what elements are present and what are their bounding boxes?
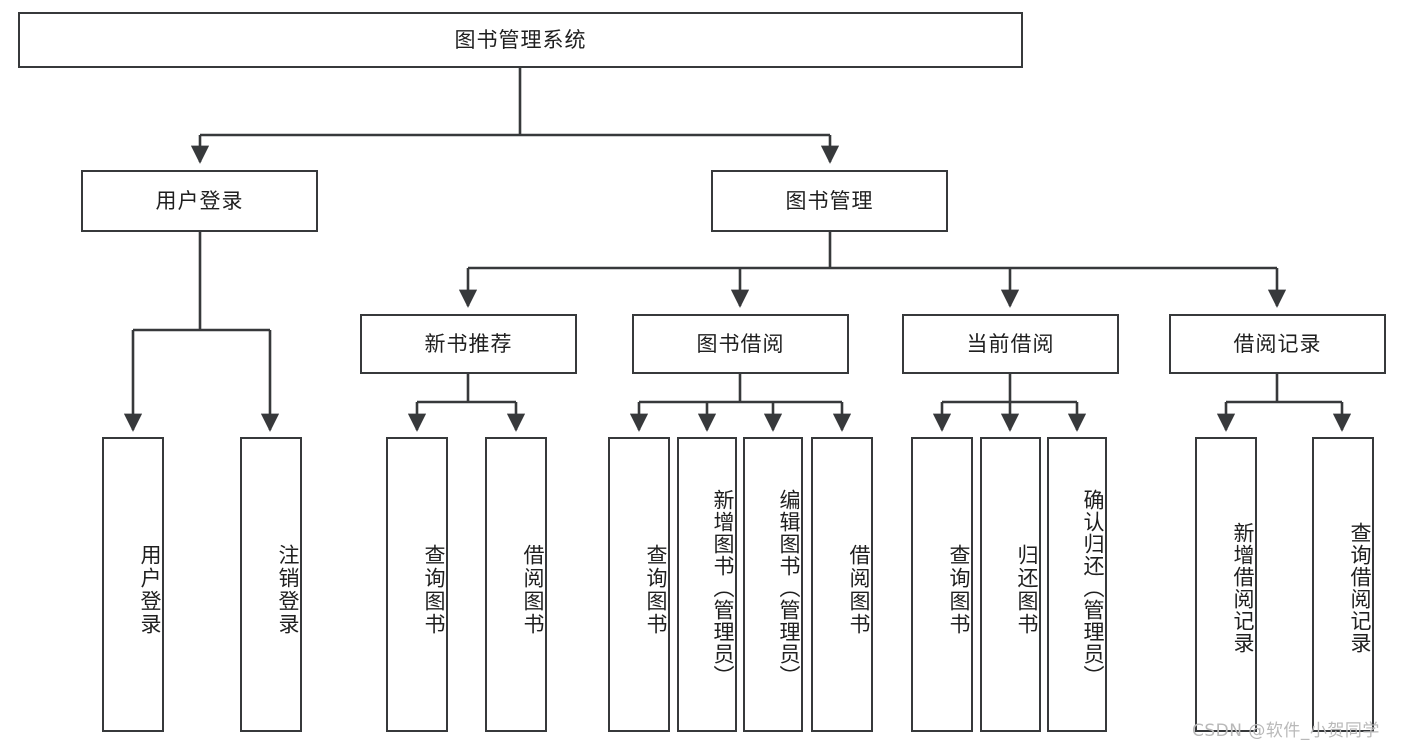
node-leaf-logout-login[interactable]: 注销登录 (240, 437, 302, 732)
node-leaf-confirm-return[interactable]: 确认归还（管理员） (1047, 437, 1107, 732)
node-leaf-add-book[interactable]: 新增图书（管理员） (677, 437, 737, 732)
node-borrow-record[interactable]: 借阅记录 (1169, 314, 1386, 374)
node-leaf-return-book[interactable]: 归还图书 (980, 437, 1041, 732)
node-leaf-add-record[interactable]: 新增借阅记录 (1195, 437, 1257, 732)
node-current-borrow[interactable]: 当前借阅 (902, 314, 1119, 374)
node-book-borrow[interactable]: 图书借阅 (632, 314, 849, 374)
node-leaf-user-login[interactable]: 用户登录 (102, 437, 164, 732)
node-book-manage[interactable]: 图书管理 (711, 170, 948, 232)
node-root-system[interactable]: 图书管理系统 (18, 12, 1023, 68)
node-leaf-borrow-book-2[interactable]: 借阅图书 (811, 437, 873, 732)
watermark-csdn: CSDN @软件_小贺同学 (1192, 721, 1380, 741)
node-leaf-query-record[interactable]: 查询借阅记录 (1312, 437, 1374, 732)
node-leaf-query-book-2[interactable]: 查询图书 (608, 437, 670, 732)
node-leaf-query-book-1[interactable]: 查询图书 (386, 437, 448, 732)
node-leaf-borrow-book-1[interactable]: 借阅图书 (485, 437, 547, 732)
node-leaf-edit-book[interactable]: 编辑图书（管理员） (743, 437, 803, 732)
node-user-login[interactable]: 用户登录 (81, 170, 318, 232)
node-leaf-query-book-3[interactable]: 查询图书 (911, 437, 973, 732)
node-new-book-rec[interactable]: 新书推荐 (360, 314, 577, 374)
